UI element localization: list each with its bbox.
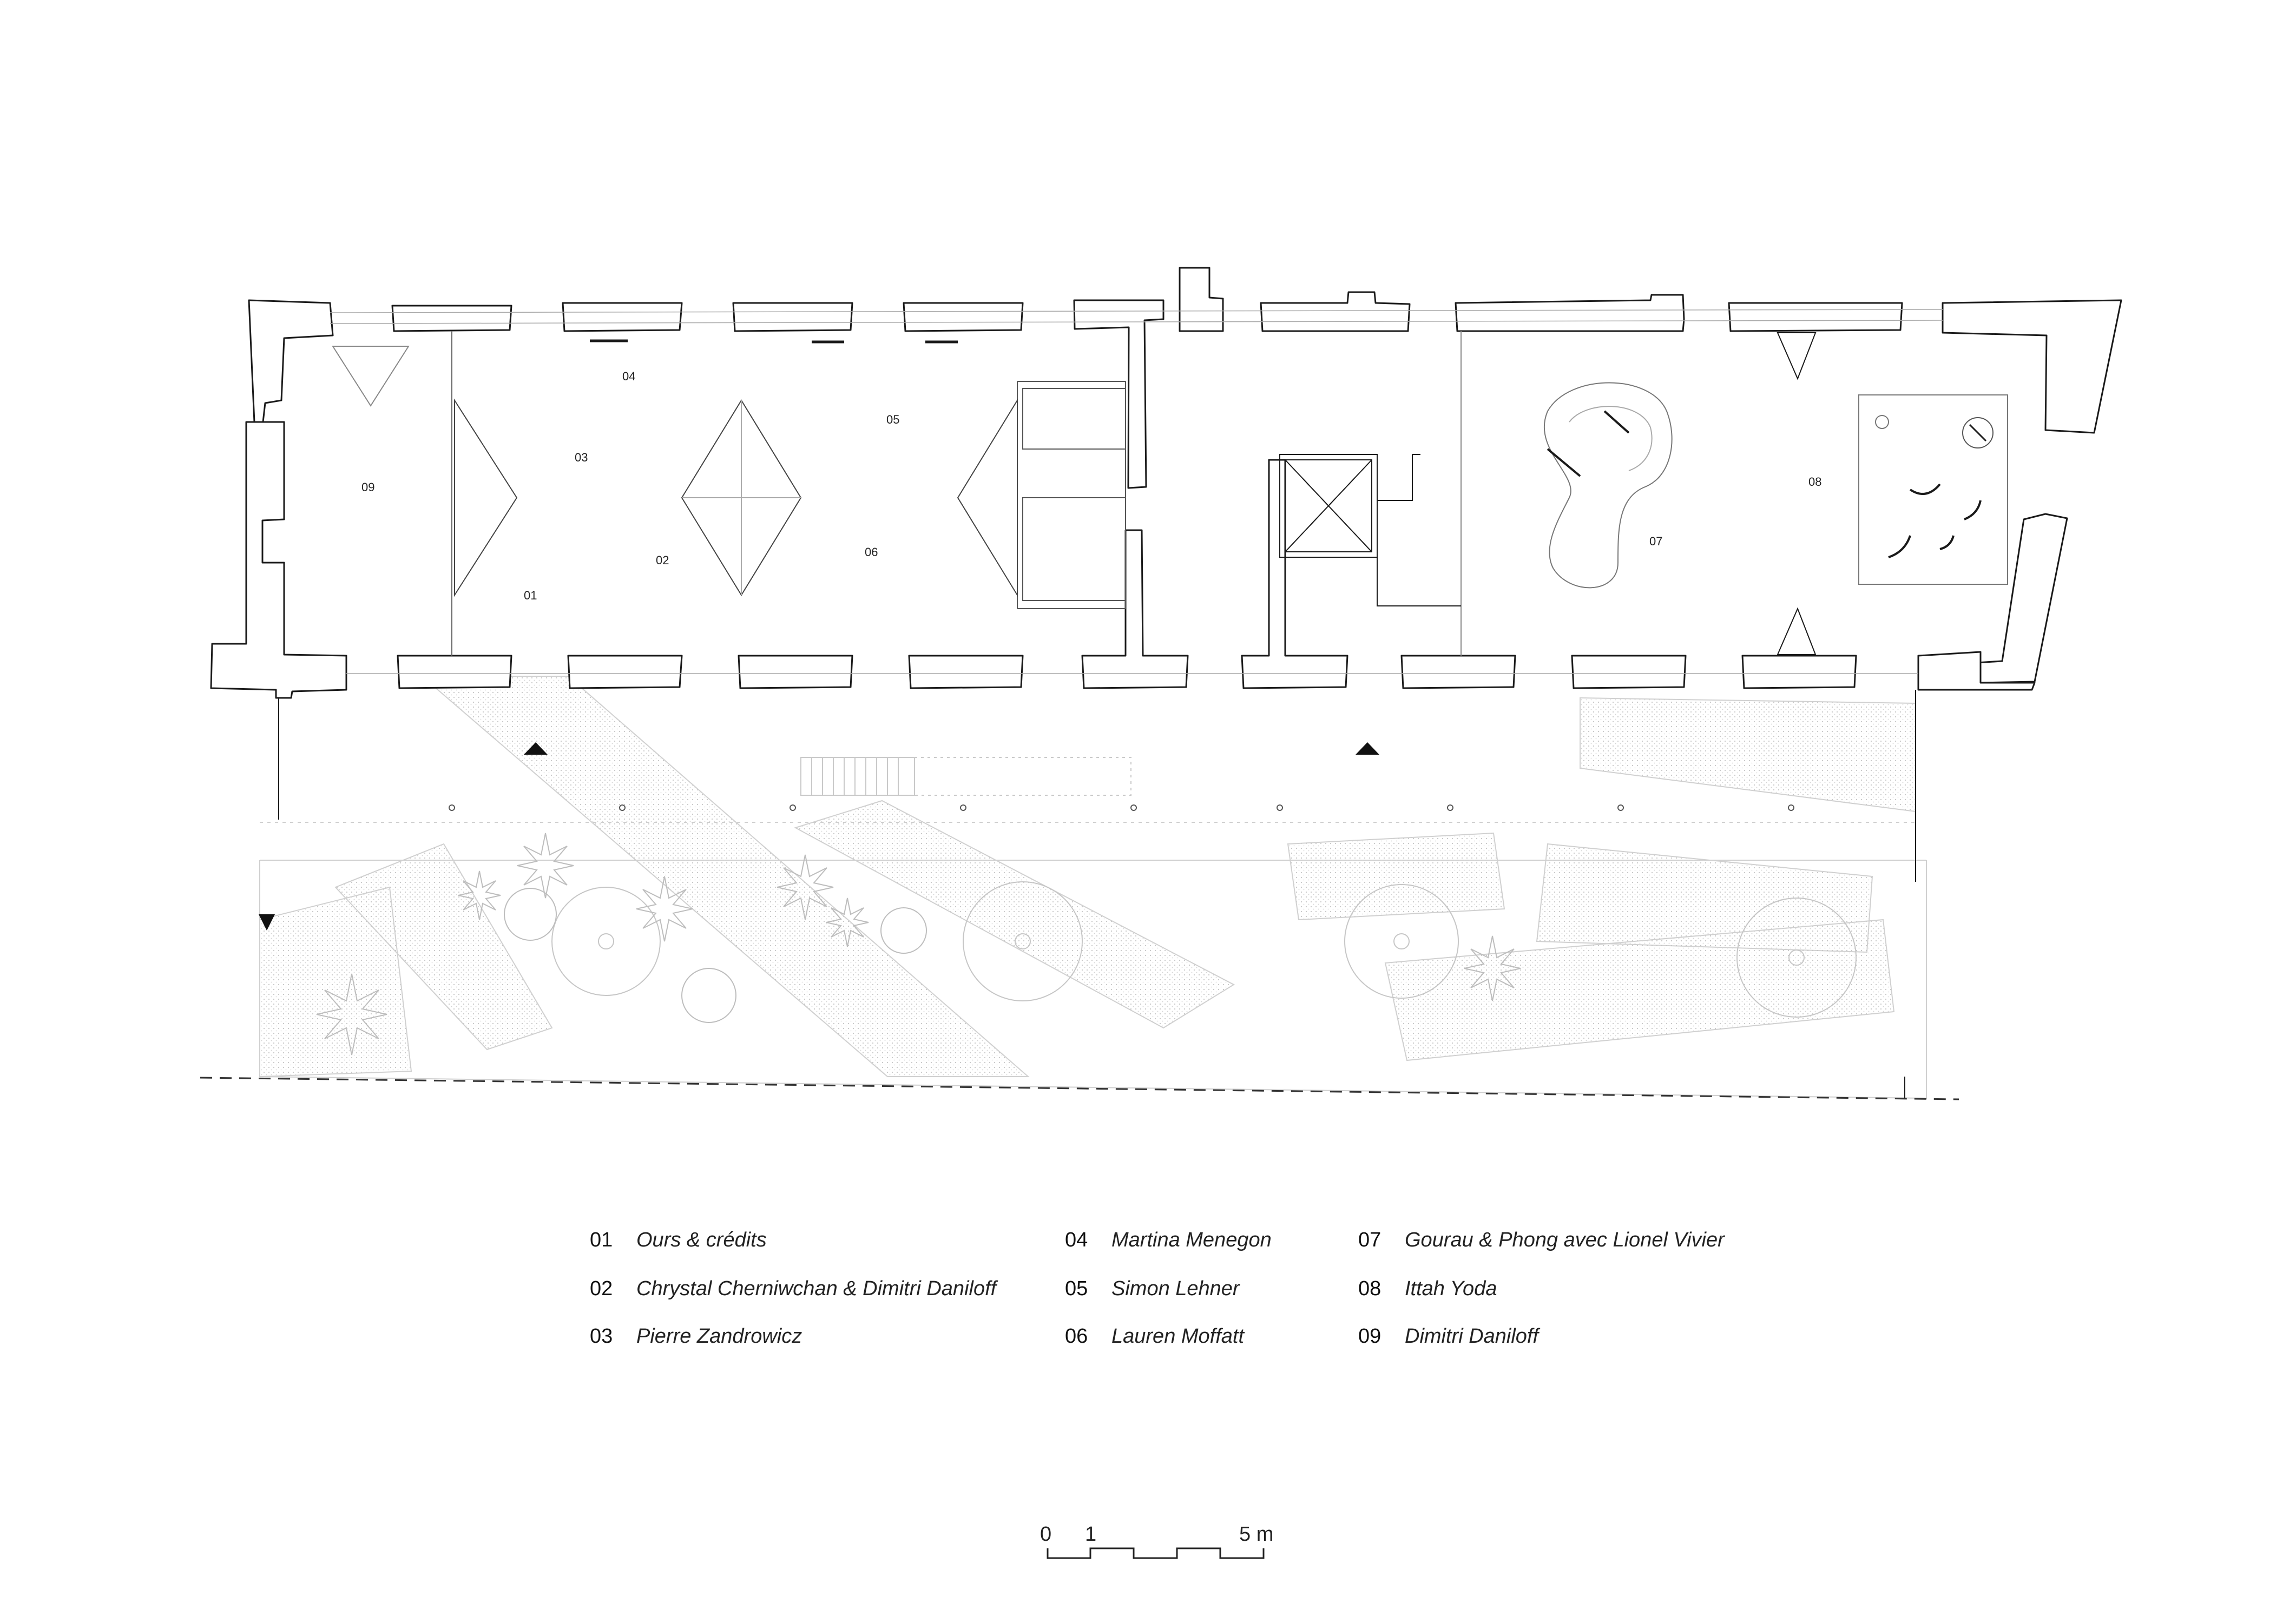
legend-number: 03 (590, 1325, 613, 1348)
room-label-02: 02 (656, 553, 669, 567)
scale-tick-1: 1 (1085, 1523, 1096, 1546)
legend-number: 08 (1358, 1277, 1381, 1300)
entrance-arrow-icons (259, 742, 1379, 931)
scale-tick-0: 0 (1040, 1523, 1051, 1546)
legend-number: 07 (1358, 1229, 1381, 1251)
legend-item: 04 Martina Menegon (1065, 1228, 1272, 1252)
legend-item: 07 Gourau & Phong avec Lionel Vivier (1358, 1228, 1725, 1252)
room-labels: 01 02 03 04 05 06 07 08 09 (361, 370, 1821, 602)
legend-item: 05 Simon Lehner (1065, 1277, 1240, 1301)
legend-title: Gourau & Phong avec Lionel Vivier (1405, 1229, 1725, 1251)
scale-bar: 0 1 5 m (1040, 1523, 1273, 1559)
legend-title: Chrystal Cherniwchan & Dimitri Daniloff (636, 1277, 997, 1300)
site-boundary (200, 1077, 1959, 1100)
room-label-08: 08 (1808, 475, 1821, 489)
legend-item: 02 Chrystal Cherniwchan & Dimitri Danilof… (590, 1277, 996, 1301)
legend-item: 08 Ittah Yoda (1358, 1277, 1497, 1301)
room-label-09: 09 (361, 480, 374, 494)
legend-title: Simon Lehner (1111, 1277, 1240, 1300)
room-label-03: 03 (575, 451, 588, 464)
legend-title: Pierre Zandrowicz (636, 1325, 802, 1348)
legend-title: Martina Menegon (1111, 1229, 1272, 1251)
legend-item: 09 Dimitri Daniloff (1358, 1324, 1538, 1348)
legend-number: 09 (1358, 1325, 1381, 1348)
legend-number: 04 (1065, 1229, 1088, 1251)
legend-number: 06 (1065, 1325, 1088, 1348)
room-label-07: 07 (1649, 535, 1662, 548)
legend-title: Ittah Yoda (1405, 1277, 1497, 1300)
room-label-06: 06 (865, 545, 878, 559)
legend-number: 02 (590, 1277, 613, 1300)
legend-item: 01 Ours & crédits (590, 1228, 767, 1252)
legend-number: 05 (1065, 1277, 1088, 1300)
building-walls (210, 267, 2122, 699)
exhibition-structures (332, 332, 2008, 655)
column-markers (449, 804, 1794, 811)
scale-tick-5: 5 m (1239, 1523, 1273, 1546)
building-outline (278, 309, 1943, 1098)
legend-title: Lauren Moffatt (1111, 1325, 1245, 1348)
room-label-04: 04 (622, 370, 635, 383)
room-label-01: 01 (524, 589, 537, 602)
legend: 01 Ours & crédits 02 Chrystal Cherniwchan … (590, 1228, 1780, 1369)
legend-title: Ours & crédits (636, 1229, 767, 1251)
legend-item: 06 Lauren Moffatt (1065, 1324, 1244, 1348)
legend-title: Dimitri Daniloff (1405, 1325, 1539, 1348)
room-label-05: 05 (886, 413, 899, 426)
legend-number: 01 (590, 1229, 613, 1251)
courtyard (259, 676, 1927, 1099)
legend-item: 03 Pierre Zandrowicz (590, 1324, 802, 1348)
